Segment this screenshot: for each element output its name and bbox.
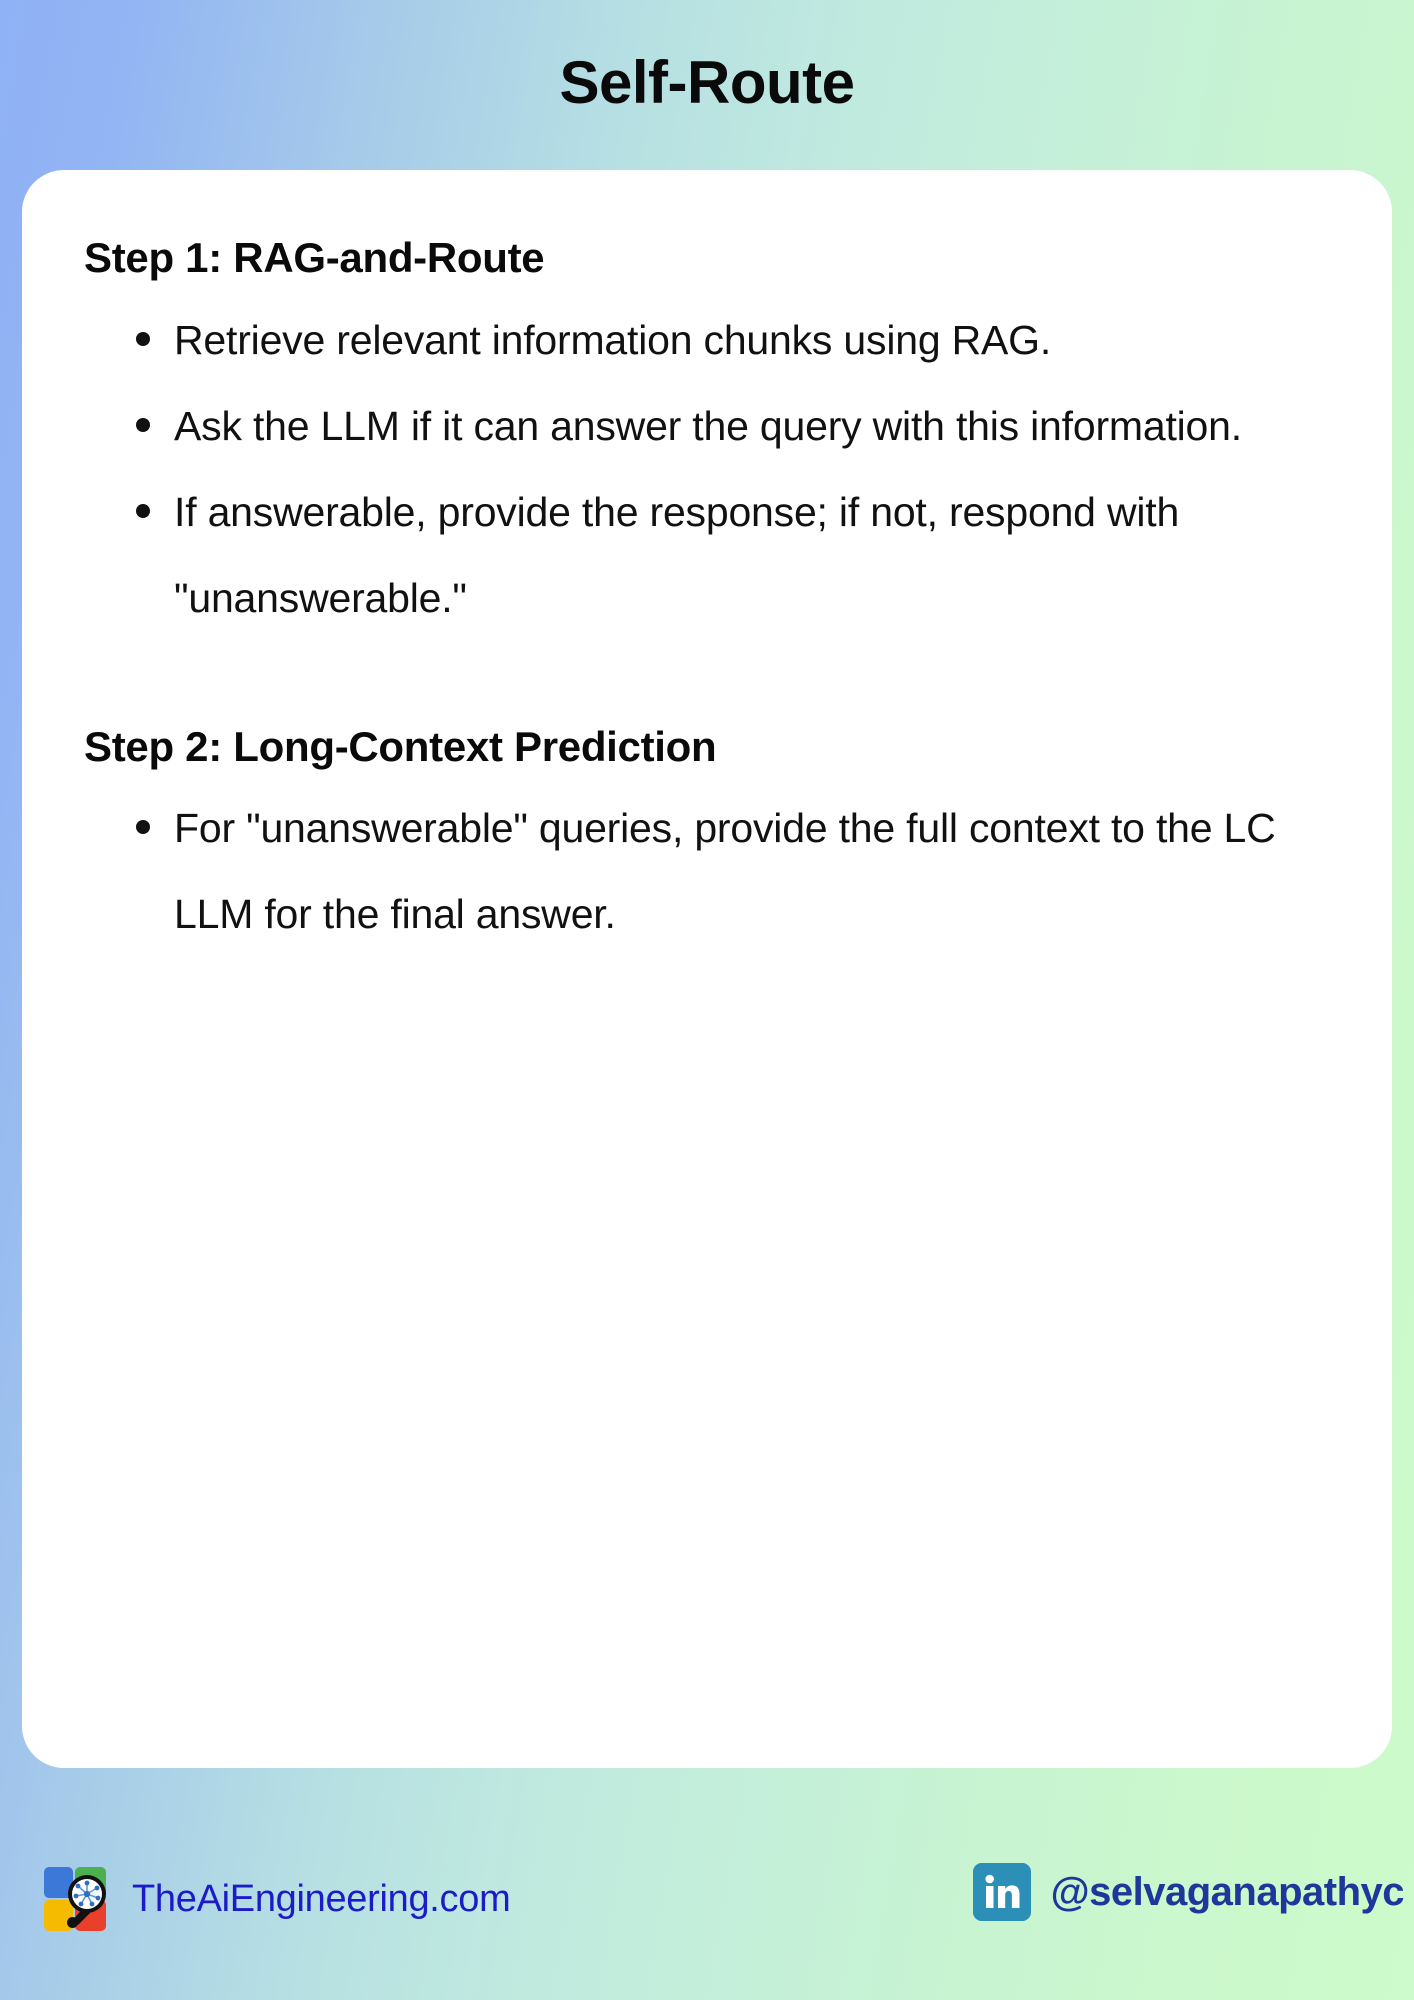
- bullet-list: Retrieve relevant information chunks usi…: [84, 297, 1352, 641]
- website-label: TheAiEngineering.com: [132, 1877, 511, 1920]
- bullet-list: For "unanswerable" queries, provide the …: [84, 785, 1352, 957]
- section-step-1: Step 1: RAG-and-Route Retrieve relevant …: [84, 232, 1352, 641]
- bullet-dot-icon: [136, 503, 150, 518]
- bullet-dot-icon: [136, 417, 150, 432]
- page-title: Self-Route: [559, 49, 856, 116]
- section-heading: Step 1: RAG-and-Route: [84, 234, 545, 281]
- list-item-text: For "unanswerable" queries, provide the …: [174, 805, 1276, 937]
- section-heading: Step 2: Long-Context Prediction: [84, 722, 717, 770]
- list-item-text: Retrieve relevant information chunks usi…: [174, 316, 1052, 363]
- list-item-text: Ask the LLM if it can answer the query w…: [174, 402, 1242, 449]
- list-item-text: If answerable, provide the response; if …: [174, 488, 1180, 621]
- website-credit[interactable]: TheAiEngineering.com: [42, 1863, 511, 1935]
- list-item: For "unanswerable" queries, provide the …: [84, 785, 1352, 957]
- section-step-2: Step 2: Long-Context Prediction For "una…: [84, 721, 1352, 958]
- list-item: Ask the LLM if it can answer the query w…: [84, 383, 1352, 469]
- list-item: If answerable, provide the response; if …: [84, 469, 1352, 641]
- footer: TheAiEngineering.com @selvaganapathyc: [0, 1855, 1414, 1975]
- linkedin-icon: [972, 1863, 1031, 1921]
- bullet-dot-icon: [136, 820, 150, 834]
- magnifier-network-logo-icon: [42, 1863, 108, 1935]
- bullet-dot-icon: [136, 331, 150, 346]
- linkedin-handle-label: @selvaganapathyc: [1050, 1869, 1405, 1914]
- list-item: Retrieve relevant information chunks usi…: [84, 297, 1352, 383]
- linkedin-credit[interactable]: @selvaganapathyc: [972, 1863, 1405, 1921]
- content-card: Step 1: RAG-and-Route Retrieve relevant …: [22, 170, 1392, 1768]
